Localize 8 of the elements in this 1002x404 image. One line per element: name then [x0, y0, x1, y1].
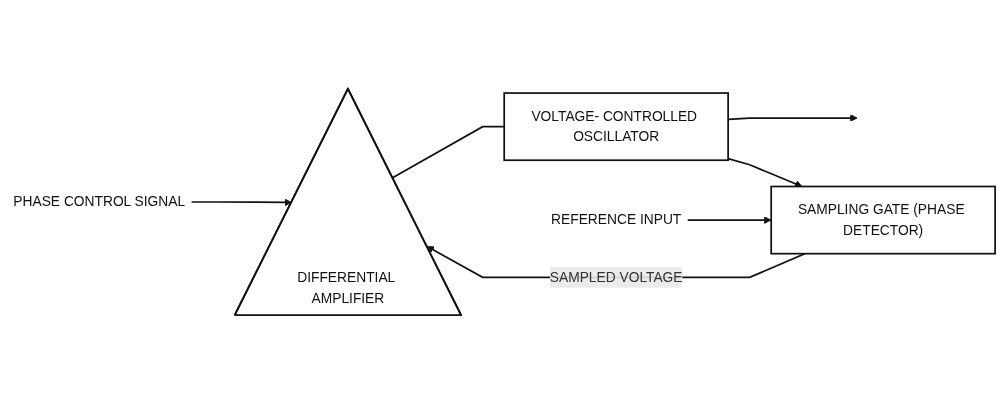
node-text: REFERENCE INPUT — [551, 212, 682, 227]
node-box: VOLTAGE- CONTROLLED OSCILLATOR — [503, 92, 729, 162]
node-box: SAMPLING GATE (PHASE DETECTOR) — [770, 185, 996, 255]
arrow — [190, 198, 293, 207]
arrow — [686, 216, 772, 224]
node-text: PHASE CONTROL SIGNAL — [13, 194, 186, 209]
arrow — [727, 157, 803, 188]
edge-label: SAMPLED VOLTAGE — [549, 269, 683, 285]
